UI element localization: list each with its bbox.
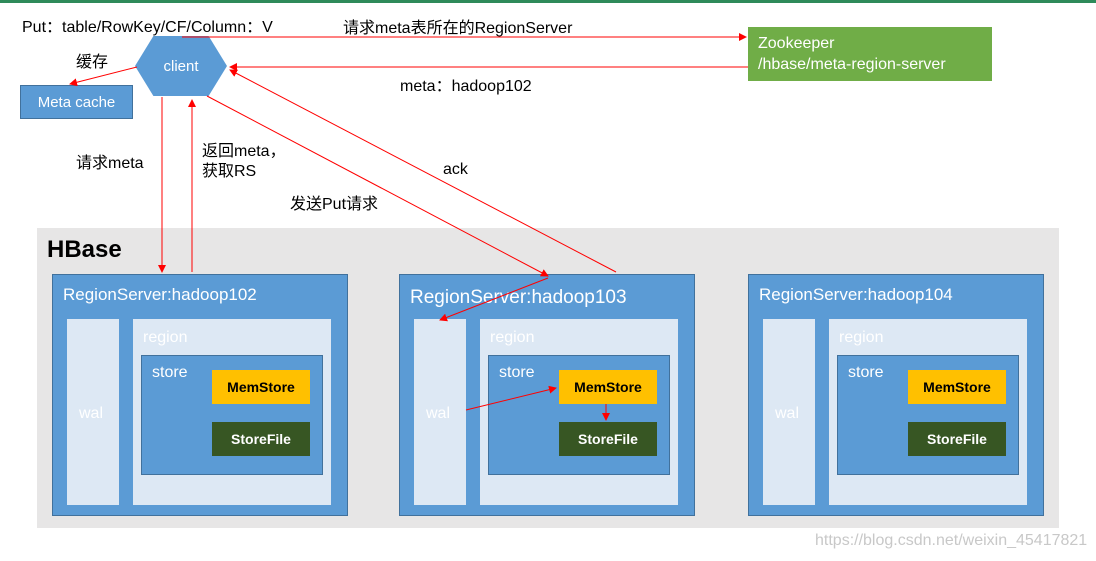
client-label: client [163, 57, 199, 75]
arrow-send-put [206, 95, 549, 277]
top-bar [0, 0, 1096, 3]
storefile: StoreFile [559, 422, 657, 456]
return-meta-label: 返回meta， 获取RS [202, 142, 286, 182]
wal-box: wal [67, 319, 119, 505]
storefile: StoreFile [212, 422, 310, 456]
regionserver-title: RegionServer:hadoop102 [63, 285, 257, 304]
store-box: store MemStore StoreFile [837, 355, 1019, 475]
zk-request-label: 请求meta表所在的RegionServer [343, 20, 573, 37]
wal-box: wal [414, 319, 466, 505]
region-box: region store MemStore StoreFile [480, 319, 678, 505]
regionserver-hadoop102: RegionServer:hadoop102 wal region store … [52, 274, 348, 516]
region-label: region [143, 329, 188, 346]
regionserver-hadoop104: RegionServer:hadoop104 wal region store … [748, 274, 1044, 516]
send-put-label: 发送Put请求 [290, 196, 379, 213]
regionserver-title: RegionServer:hadoop103 [410, 287, 627, 308]
return-meta-line1: 返回meta， [202, 143, 286, 160]
cache-label: 缓存 [76, 54, 109, 71]
wal-label: wal [426, 405, 451, 422]
zookeeper-box: Zookeeper /hbase/meta-region-server [748, 27, 992, 81]
zookeeper-path: /hbase/meta-region-server [758, 56, 946, 73]
memstore: MemStore [212, 370, 310, 404]
store-box: store MemStore StoreFile [141, 355, 323, 475]
request-meta-label: 请求meta [76, 155, 144, 172]
memstore: MemStore [559, 370, 657, 404]
regionserver-title: RegionServer:hadoop104 [759, 285, 953, 304]
arrow-cache [69, 66, 138, 87]
arrow-wal-to-memstore [465, 385, 557, 411]
region-label: region [490, 329, 535, 346]
return-meta-line2: 获取RS [202, 163, 257, 180]
store-label: store [848, 364, 884, 381]
watermark: https://blog.csdn.net/weixin_45417821 [815, 532, 1088, 549]
zookeeper-title: Zookeeper [758, 35, 835, 52]
arrow-to-wal [439, 277, 549, 322]
region-box: region store MemStore StoreFile [829, 319, 1027, 505]
storefile: StoreFile [908, 422, 1006, 456]
store-box: store MemStore StoreFile [488, 355, 670, 475]
wal-box: wal [763, 319, 815, 505]
hbase-title: HBase [47, 236, 122, 263]
wal-label: wal [775, 405, 800, 422]
region-label: region [839, 329, 884, 346]
memstore: MemStore [908, 370, 1006, 404]
wal-label: wal [79, 405, 104, 422]
arrow-ack [229, 69, 617, 273]
ack-label: ack [443, 161, 468, 178]
zk-reply-label: meta：hadoop102 [400, 78, 532, 95]
put-label: Put：table/RowKey/CF/Column：V [22, 19, 273, 36]
store-label: store [152, 364, 188, 381]
meta-cache-box: Meta cache [20, 85, 133, 119]
region-box: region store MemStore StoreFile [133, 319, 331, 505]
client-node: client [135, 36, 227, 96]
regionserver-hadoop103: RegionServer:hadoop103 wal region store … [399, 274, 695, 516]
meta-cache-label: Meta cache [37, 93, 116, 111]
store-label: store [499, 364, 535, 381]
